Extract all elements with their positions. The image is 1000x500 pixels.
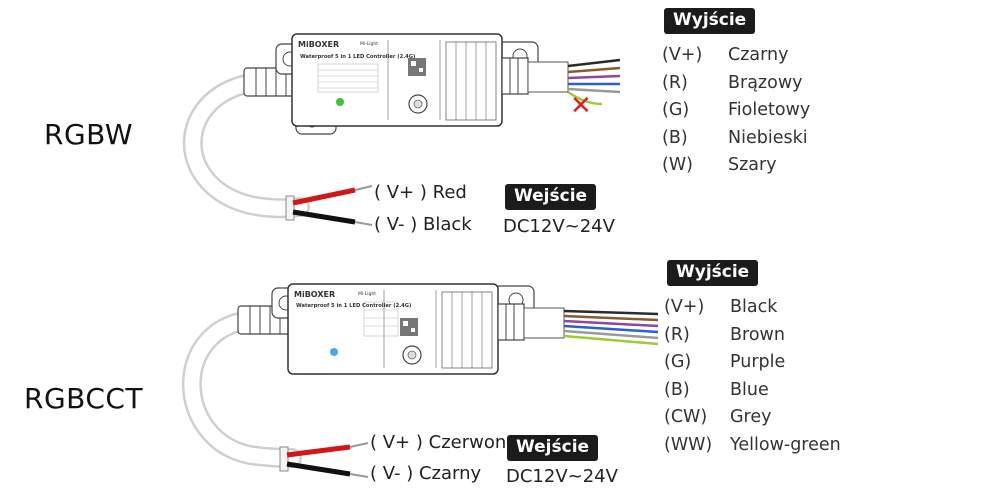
input-voltage-rgbcct: DC12V~24V	[506, 466, 618, 487]
rgbcct-device: MiBOXER Mi-Light Waterproof 5 in 1 LED C…	[181, 283, 659, 478]
channel-color: Czarny	[728, 45, 789, 65]
output-row: (V+) Czarny	[662, 42, 810, 70]
rgbcct-device-series: Mi-Light	[358, 291, 376, 297]
channel-color: Grey	[730, 407, 772, 427]
input-pos-color: Czerwony	[428, 432, 517, 453]
input-neg-label: ( V- )	[374, 214, 418, 235]
input-pos-rgbw: ( V+ ) Red	[374, 182, 467, 203]
output-list-rgbcct: (V+) Black (R) Brown (G) Purple (B) Blue (CW…	[664, 294, 841, 459]
rgbcct-device-title: Waterproof 5 in 1 LED Controller (2.4G)	[296, 303, 411, 309]
channel-color: Brown	[730, 324, 785, 345]
channel-color: Szary	[728, 155, 777, 175]
channel-code: (G)	[664, 352, 692, 372]
input-pos-label: ( V+ )	[374, 182, 427, 203]
input-voltage-rgbw: DC12V~24V	[503, 216, 615, 237]
input-pos-rgbcct: ( V+ ) Czerwony	[370, 432, 517, 453]
channel-color: Black	[730, 297, 778, 317]
rgbw-device-brand: MiBOXER	[298, 40, 339, 49]
channel-code: (CW)	[664, 407, 708, 427]
output-row: (V+) Black	[664, 294, 841, 322]
output-title-rgbw: Wyjście	[664, 8, 756, 34]
channel-code: (B)	[662, 127, 688, 148]
unused-wire-mark: ✕	[570, 91, 592, 121]
channel-color: Yellow-green	[730, 434, 841, 455]
rgbcct-wire-red	[286, 444, 351, 458]
channel-color: Blue	[730, 379, 769, 400]
rgbcct-device-brand: MiBOXER	[294, 290, 335, 299]
rgbw-device-title: Waterproof 5 in 1 LED Controller (2.4G)	[300, 54, 415, 60]
rgbw-device-series: Mi-Light	[360, 41, 378, 47]
input-neg-color: Czarny	[418, 463, 482, 484]
output-list-rgbw: (V+) Czarny (R) Brązowy (G) Fioletowy (B) Ni…	[662, 42, 810, 180]
input-neg-color: Black	[422, 214, 472, 235]
input-pos-label: ( V+ )	[370, 432, 423, 453]
output-row: (G) Purple	[664, 349, 841, 377]
input-neg-label: ( V- )	[370, 463, 414, 484]
input-pos-color: Red	[432, 182, 467, 203]
mode-label-rgbcct: RGBCCT	[24, 382, 144, 415]
channel-code: (R)	[664, 324, 690, 345]
rgbw-wire-red	[292, 187, 356, 206]
channel-code: (WW)	[664, 434, 713, 455]
output-title-rgbcct: Wyjście	[667, 260, 759, 286]
output-row: (B) Niebieski	[662, 125, 810, 153]
rgbw-wire-black	[292, 209, 356, 225]
input-neg-rgbcct: ( V- ) Czarny	[370, 463, 481, 484]
output-row: (CW) Grey	[664, 404, 841, 432]
output-row: (W) Szary	[662, 152, 810, 180]
mode-label-rgbw: RGBW	[44, 118, 134, 151]
channel-code: (G)	[662, 100, 690, 120]
input-title-rgbw: Wejście	[505, 184, 597, 210]
channel-code: (W)	[662, 155, 693, 175]
channel-color: Fioletowy	[728, 100, 811, 120]
output-row: (R) Brown	[664, 322, 841, 350]
rgbw-device: ✕ MiBOXER Mi-Light Waterproof 5 in 1 LED…	[182, 33, 621, 226]
rgbcct-wire-black	[286, 461, 351, 477]
output-row: (G) Fioletowy	[662, 97, 810, 125]
output-row: (WW) Yellow-green	[664, 432, 841, 460]
channel-color: Niebieski	[728, 127, 808, 148]
channel-color: Brązowy	[728, 72, 803, 93]
input-title-rgbcct: Wejście	[507, 435, 599, 461]
channel-code: (B)	[664, 379, 690, 400]
channel-code: (V+)	[664, 297, 705, 317]
channel-color: Purple	[730, 352, 786, 372]
input-neg-rgbw: ( V- ) Black	[374, 214, 472, 235]
channel-code: (R)	[662, 72, 688, 93]
output-row: (B) Blue	[664, 377, 841, 405]
output-row: (R) Brązowy	[662, 70, 810, 98]
channel-code: (V+)	[662, 45, 703, 65]
